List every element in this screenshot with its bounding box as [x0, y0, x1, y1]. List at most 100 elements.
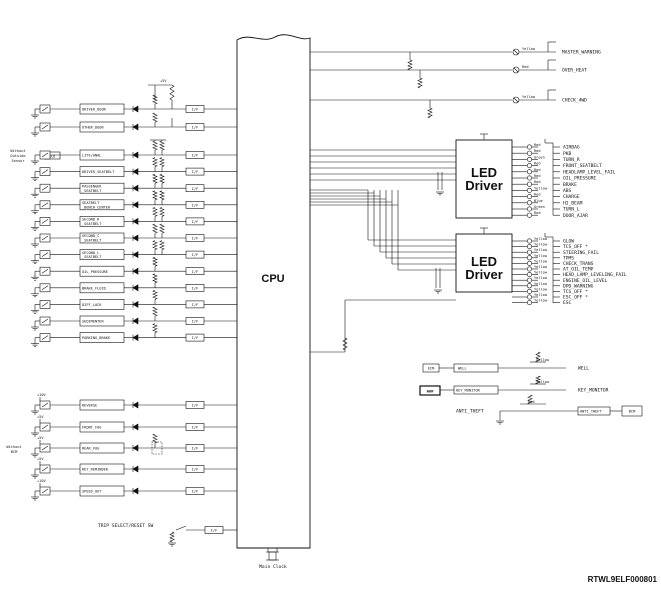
led-output-label: HI_BEAM	[563, 200, 583, 206]
pull-tag: Yellow	[536, 380, 550, 384]
led-driver-1-block	[455, 139, 513, 219]
led-output-label: ABS	[563, 188, 572, 194]
resistor-icon	[152, 173, 158, 184]
diode-icon	[132, 151, 139, 159]
interface-label: I/F	[192, 170, 199, 174]
interface-label: I/F	[192, 320, 199, 324]
diode-icon	[132, 300, 139, 308]
interface-label: I/F	[192, 154, 199, 158]
led-output-label: TURN_R	[563, 157, 580, 163]
switch-icon	[41, 466, 49, 472]
resistor-icon	[169, 84, 175, 101]
led-color-tag: Yellow	[534, 299, 548, 303]
input-label: OTHER_DOOR	[82, 126, 104, 130]
led-icon	[526, 144, 532, 150]
supply-label: +10V	[37, 393, 46, 397]
diode-icon	[132, 423, 139, 431]
led-output-label: DPD_WARNING	[563, 283, 594, 289]
resistor-icon	[169, 531, 175, 543]
led-output-label: STEERING_FAIL	[563, 250, 599, 256]
switch-icon	[41, 268, 49, 274]
input-label: DRIVER_DOOR	[82, 108, 107, 112]
input-label: REAR_FOG	[82, 447, 99, 451]
optional-block	[151, 441, 163, 455]
resistor-icon	[152, 157, 158, 167]
resistor-icon	[159, 240, 165, 250]
acd-box-label: ACD	[49, 155, 56, 159]
led-icon	[526, 277, 532, 283]
input-label: _SEATBELT	[82, 189, 102, 193]
diode-icon	[132, 401, 139, 409]
resistor-icon	[527, 394, 533, 405]
well-output-label: WELL	[578, 366, 589, 372]
resistor-icon	[152, 190, 158, 201]
input-label: LITE/ANAL	[82, 154, 101, 158]
interface-label: I/F	[192, 253, 199, 257]
led-icon	[526, 238, 532, 244]
led-output-label: OIL_PRESSURE	[563, 176, 596, 182]
diode-icon	[132, 465, 139, 473]
input-label: REVERSE	[82, 404, 97, 408]
resistor-icon	[159, 223, 165, 234]
interface-label: I/F	[211, 529, 218, 533]
led-output-label: TPMS	[563, 255, 574, 261]
led-color-tag: Green	[534, 155, 545, 159]
interface-label: I/F	[192, 187, 199, 191]
input-label: SECOND_L	[82, 251, 99, 255]
supply-label: +10V	[37, 479, 46, 483]
diode-icon	[132, 444, 139, 452]
bcm-box	[621, 405, 643, 417]
input-label: _SEATBELT	[82, 222, 102, 226]
diode-icon	[132, 217, 139, 225]
lamp-icon	[513, 67, 519, 73]
led-output-label: TCS_OFF *	[563, 289, 588, 295]
switch-icon	[41, 169, 49, 174]
switch-icon	[41, 445, 49, 451]
led-driver-outputs: RedAIRBAGRedPKBGreenTURN_RRedFRONT_SEATB…	[512, 139, 627, 306]
resistor-icon	[159, 140, 165, 151]
resistor-icon	[159, 190, 165, 201]
lamp-color-tag: Yellow	[522, 47, 536, 51]
led-icon	[526, 255, 532, 261]
resistor-icon	[152, 256, 158, 267]
input-label: OIL_PRESSURE	[82, 270, 108, 274]
interface-label: I/F	[192, 426, 199, 430]
supply-label: +5V	[37, 457, 44, 461]
switch-icon	[175, 525, 187, 531]
switch-icon	[41, 235, 49, 241]
led-output-label: HEAD_LAMP_LEVELING_FAIL	[563, 272, 627, 278]
switch-icon	[41, 424, 49, 430]
resistor-icon	[152, 240, 158, 250]
well-input-label: WELL	[458, 367, 467, 371]
bcm-box-label: BCM	[629, 410, 636, 414]
resistor-icon	[342, 337, 348, 351]
diode-icon	[132, 284, 139, 292]
led-color-tag: Yellow	[534, 271, 548, 275]
led-color-tag: Yellow	[534, 243, 548, 247]
warning-output-label: CHECK_4WD	[562, 98, 587, 104]
led-icon	[526, 175, 532, 181]
led-output-label: TCS_OFF *	[563, 244, 588, 250]
input-label: BRAKE_FLUID	[82, 286, 106, 290]
led-icon	[526, 300, 532, 306]
led-icon	[526, 169, 532, 175]
led-icon	[526, 200, 532, 206]
led-icon	[526, 212, 532, 218]
resistor-icon	[535, 351, 541, 363]
led-color-tag: Green	[534, 205, 545, 209]
led-color-tag: Yellow	[534, 287, 548, 291]
led-color-tag: Red	[534, 162, 541, 166]
led-color-tag: Yellow	[534, 254, 548, 258]
main-clock-label: Main Clock	[259, 564, 287, 570]
led-color-tag: Red	[534, 143, 541, 147]
interface-label: I/F	[192, 447, 199, 451]
led-icon	[526, 244, 532, 250]
resistor-icon	[159, 207, 165, 217]
led-color-tag: Red	[534, 193, 541, 197]
led-color-tag: Red	[534, 211, 541, 215]
interface-label: I/F	[192, 126, 199, 130]
led-icon	[526, 206, 532, 212]
led-output-label: ESC	[563, 300, 572, 306]
